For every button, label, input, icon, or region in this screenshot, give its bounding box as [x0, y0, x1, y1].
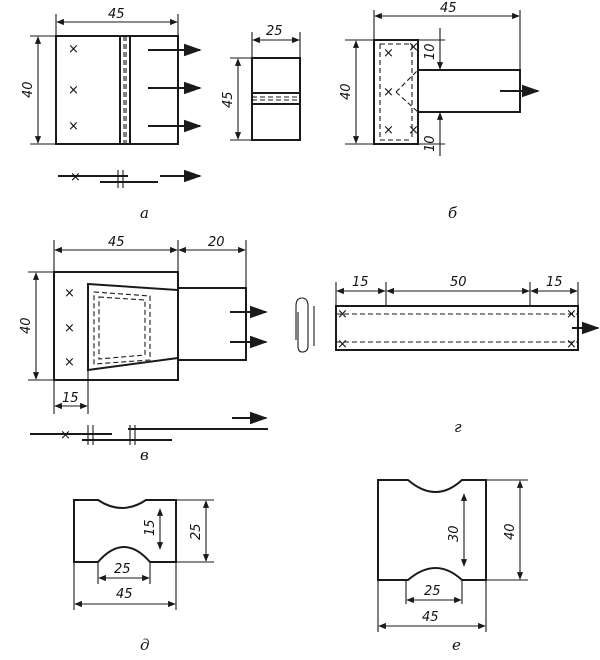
- dim-a-bar-height: 45: [221, 91, 236, 108]
- cross-mark: ×: [64, 355, 75, 370]
- dim-e-notch-depth: 30: [447, 525, 462, 542]
- cross-mark: ×: [383, 123, 394, 138]
- dim-v-extension: 20: [208, 235, 225, 250]
- dim-d-height: 25: [189, 523, 204, 540]
- panel-a: 45 40 × × × 25 45 × а: [21, 7, 301, 222]
- cross-mark: ×: [68, 42, 79, 57]
- dim-v-width: 45: [108, 235, 125, 250]
- label-e: е: [452, 636, 461, 654]
- panel-e: 40 30 25 45 е: [377, 479, 528, 654]
- cross-mark: ×: [337, 307, 348, 322]
- dim-v-height: 40: [19, 317, 34, 334]
- dim-b-gap-top: 10: [423, 43, 438, 60]
- dim-g-left: 15: [352, 275, 369, 290]
- plate-a: [55, 35, 179, 145]
- long-strip-g: [335, 305, 579, 351]
- dim-v-offset: 15: [62, 391, 79, 406]
- dim-d-notch-depth: 15: [143, 519, 158, 536]
- dim-e-notch-width: 25: [424, 584, 441, 599]
- dim-b-height: 40: [339, 83, 354, 100]
- cross-mark: ×: [60, 428, 71, 443]
- notched-piece-d: [73, 499, 177, 563]
- dim-b-width: 45: [440, 1, 457, 16]
- cross-mark: ×: [566, 307, 577, 322]
- dim-d-width: 45: [116, 587, 133, 602]
- dim-g-right: 15: [546, 275, 563, 290]
- label-g: г: [454, 418, 462, 436]
- cross-mark: ×: [408, 123, 419, 138]
- dim-e-height: 40: [503, 523, 518, 540]
- panel-g: × × × × 15 50 15 г: [335, 275, 600, 436]
- extension-strip-v: [178, 287, 247, 361]
- label-d: д: [140, 636, 150, 654]
- cross-mark: ×: [337, 337, 348, 352]
- panel-b: × × × × × 45 40 10 10 б: [339, 1, 540, 222]
- panel-v: × × × 45 20 40 15 × в: [19, 235, 268, 464]
- cross-mark: ×: [64, 321, 75, 336]
- label-b: б: [448, 204, 458, 222]
- label-a: а: [140, 204, 149, 222]
- label-v: в: [140, 446, 149, 464]
- cross-mark: ×: [68, 119, 79, 134]
- dim-d-notch-width: 25: [114, 562, 131, 577]
- cross-mark: ×: [70, 170, 81, 185]
- cross-mark: ×: [383, 46, 394, 61]
- panel-d: 25 15 25 45 д: [73, 499, 214, 654]
- cross-mark: ×: [408, 40, 419, 55]
- dim-g-middle: 50: [450, 275, 467, 290]
- dim-e-width: 45: [422, 610, 439, 625]
- dim-a-width: 45: [108, 7, 125, 22]
- cross-mark: ×: [64, 286, 75, 301]
- dim-a-bar-width: 25: [266, 24, 283, 39]
- paper-clip-icon: [295, 297, 315, 353]
- notched-piece-e: [377, 479, 487, 581]
- cross-mark: ×: [566, 337, 577, 352]
- cross-mark: ×: [383, 85, 394, 100]
- bar-piece: [251, 57, 301, 141]
- dim-a-height: 40: [21, 81, 36, 98]
- cross-mark: ×: [68, 83, 79, 98]
- dim-b-gap-bottom: 10: [423, 135, 438, 152]
